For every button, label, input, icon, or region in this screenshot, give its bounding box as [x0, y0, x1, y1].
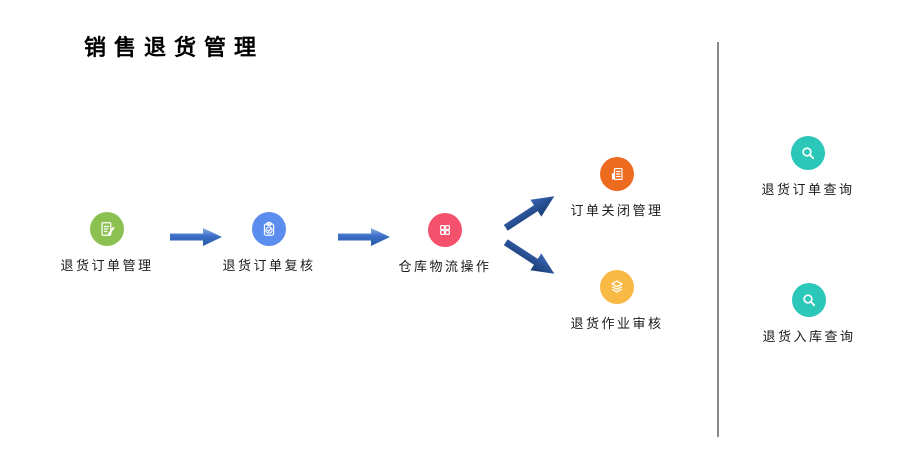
flow-node-return-job-audit[interactable]: 退货作业审核 — [547, 270, 687, 332]
layers-icon — [611, 280, 623, 293]
search-icon — [803, 294, 816, 307]
newspaper-icon — [611, 168, 623, 180]
flow-arrow-2 — [338, 228, 390, 246]
flow-node-label[interactable]: 仓库物流操作 — [398, 259, 492, 274]
clipboard-check-icon — [263, 221, 275, 236]
flow-arrow-1 — [170, 228, 222, 246]
query-node-return-inbound-query[interactable]: 退货入库查询 — [739, 283, 879, 345]
branch-arrow-down — [503, 239, 555, 274]
query-node-return-order-query[interactable]: 退货订单查询 — [738, 136, 878, 198]
node-circle[interactable] — [791, 136, 825, 170]
flow-node-label[interactable]: 退货订单复核 — [222, 258, 316, 273]
flow-node-warehouse-logistics[interactable]: 仓库物流操作 — [375, 213, 515, 275]
node-circle[interactable] — [252, 212, 286, 246]
grid-icon — [440, 225, 450, 235]
flow-node-return-order-review[interactable]: 退货订单复核 — [199, 212, 339, 274]
query-node-label[interactable]: 退货入库查询 — [762, 329, 856, 344]
branch-arrow-up — [503, 196, 555, 231]
node-circle[interactable] — [600, 157, 634, 191]
search-icon — [802, 147, 815, 160]
page-title: 销售退货管理 — [84, 35, 265, 60]
node-circle[interactable] — [428, 213, 462, 247]
node-circle[interactable] — [600, 270, 634, 304]
flow-node-order-close-management[interactable]: 订单关闭管理 — [547, 157, 687, 219]
flow-node-label[interactable]: 订单关闭管理 — [570, 203, 664, 218]
note-edit-icon — [101, 222, 115, 236]
flow-node-label[interactable]: 退货作业审核 — [570, 316, 664, 331]
flow-node-return-order-management[interactable]: 退货订单管理 — [37, 212, 177, 274]
node-circle[interactable] — [792, 283, 826, 317]
divider-line — [717, 42, 719, 437]
node-circle[interactable] — [90, 212, 124, 246]
flow-node-label[interactable]: 退货订单管理 — [60, 258, 154, 273]
query-node-label[interactable]: 退货订单查询 — [761, 182, 855, 197]
